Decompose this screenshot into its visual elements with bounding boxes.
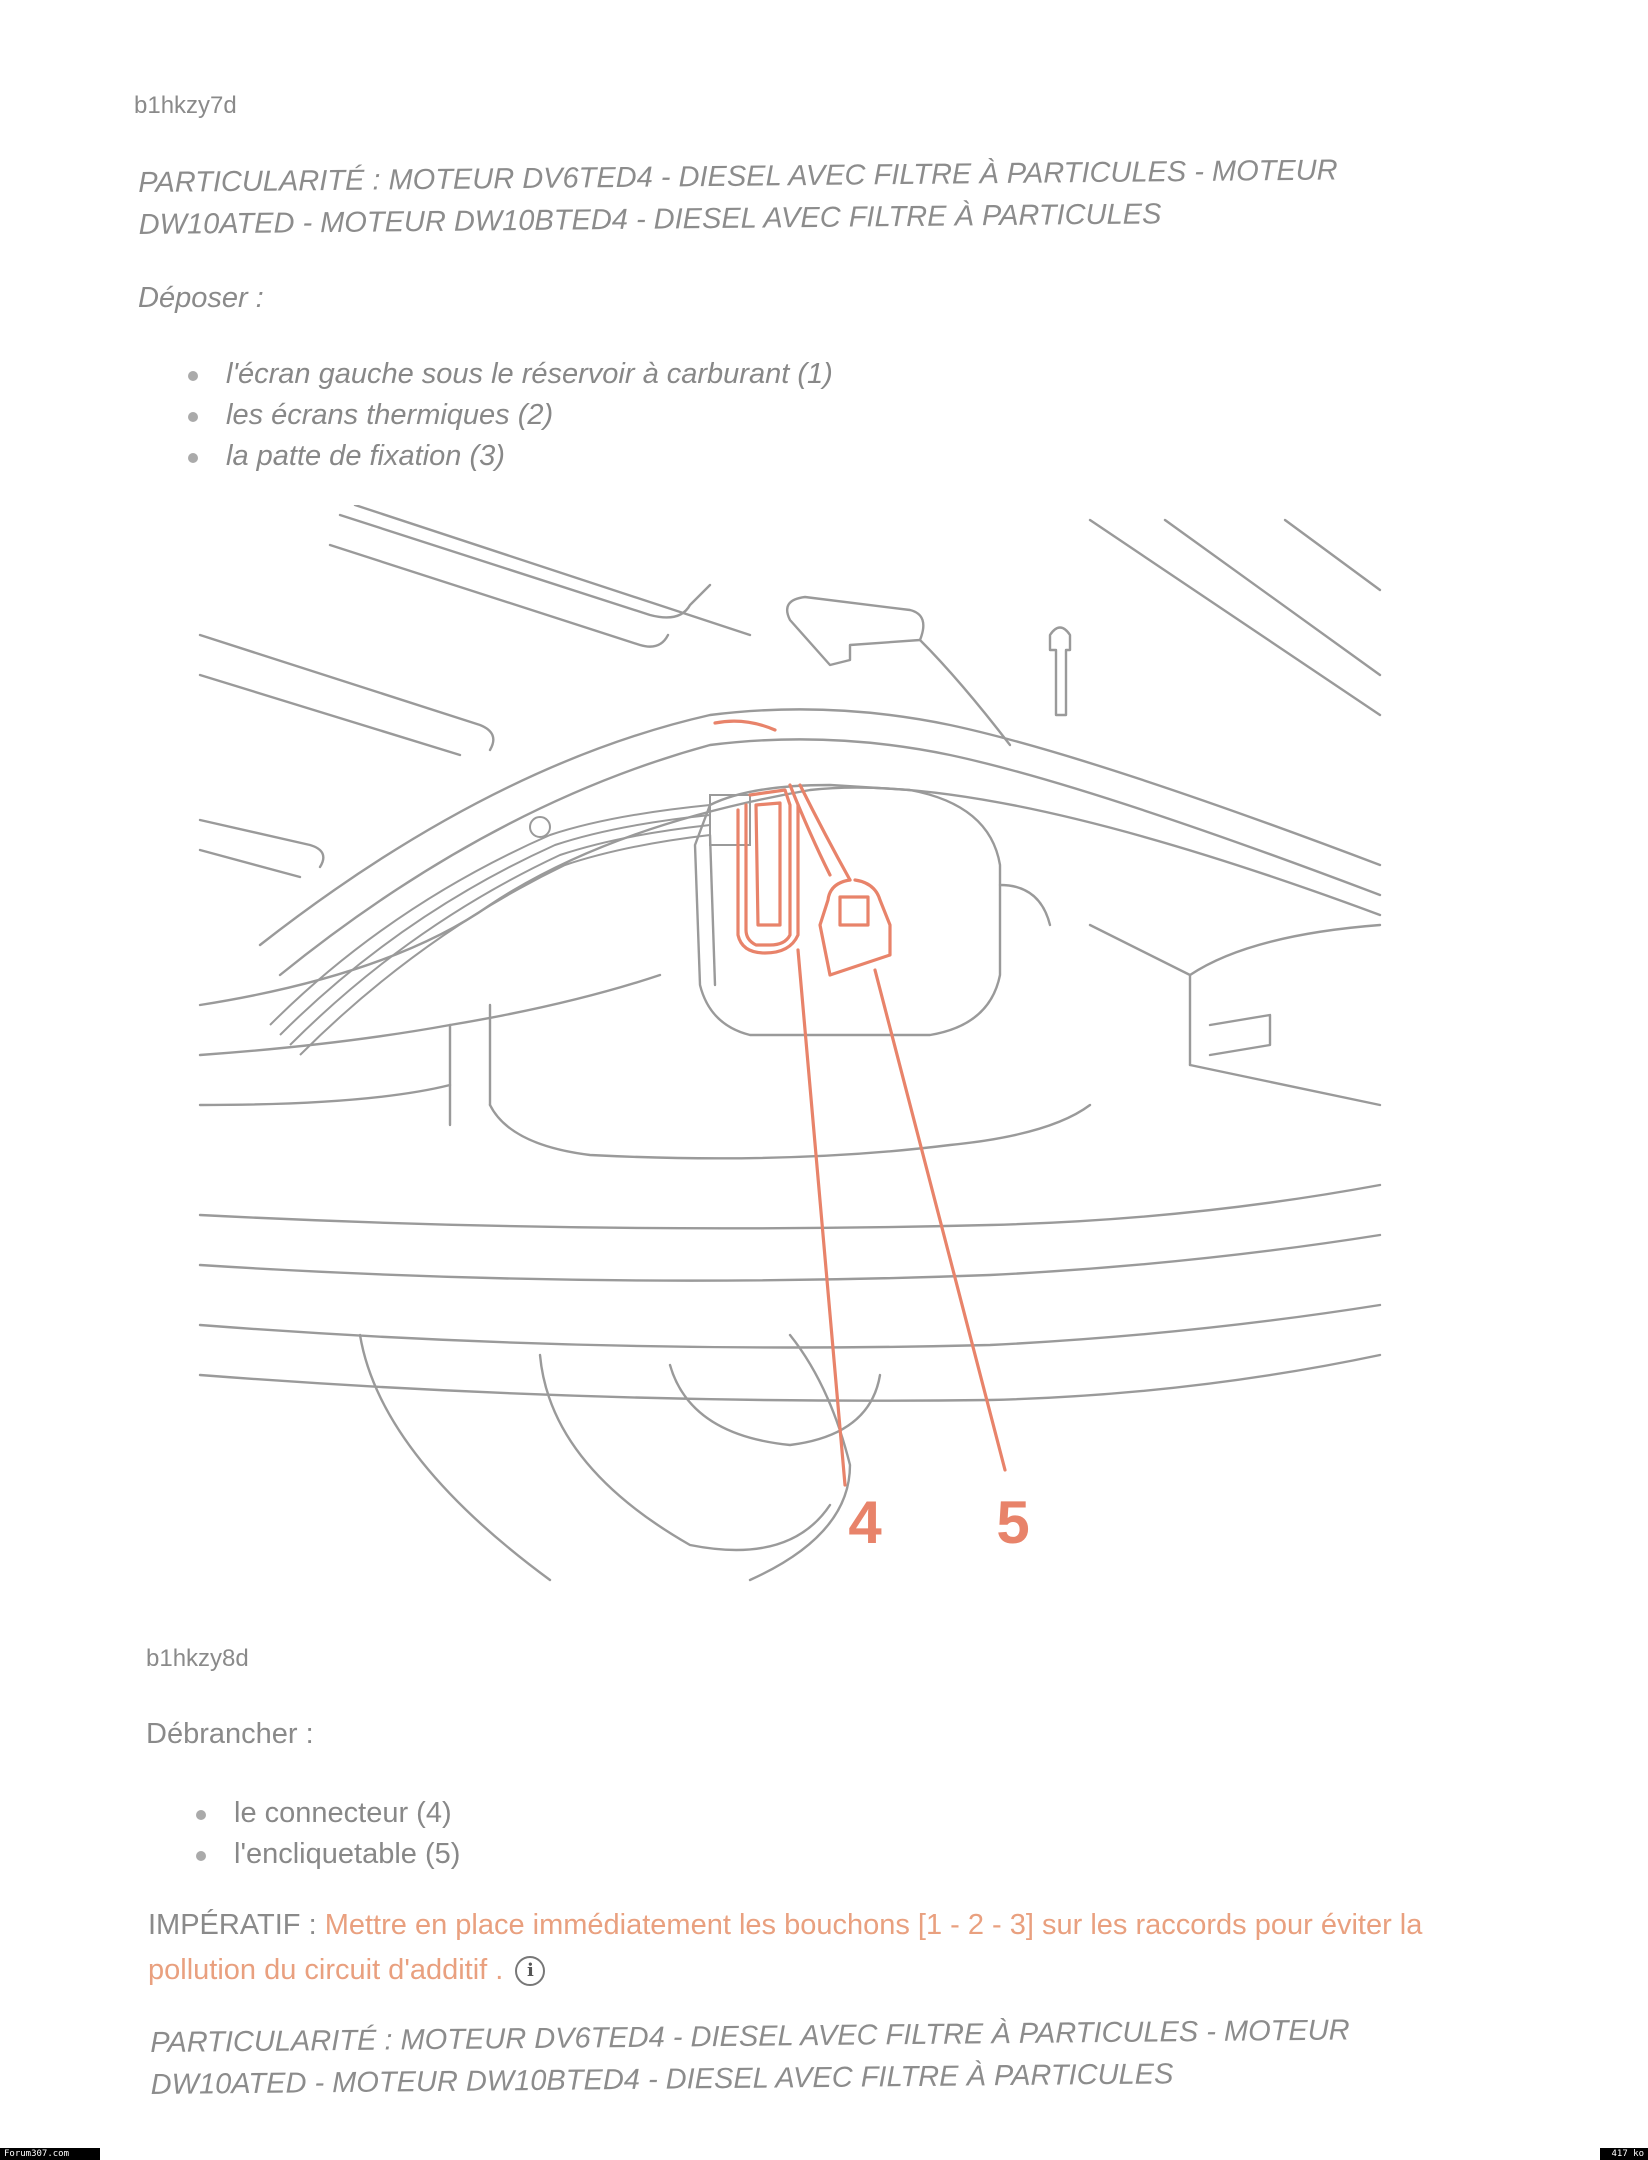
callout-4: 4 (848, 1489, 882, 1556)
action-label-debrancher: Débrancher : (146, 1718, 314, 1750)
particularite-heading: PARTICULARITÉ : MOTEUR DV6TED4 - DIESEL … (150, 2014, 1350, 2101)
list-item: l'encliquetable (5) (196, 1834, 460, 1875)
document-reference: b1hkzy7d (134, 92, 237, 119)
list-item: la patte de fixation (3) (188, 436, 833, 477)
imperatif-text: Mettre en place immédiatement les boucho… (148, 1909, 1423, 1986)
imperatif-note: IMPÉRATIF : Mettre en place immédiatemen… (148, 1903, 1508, 1993)
action-label-deposer: Déposer : (138, 282, 264, 314)
deposer-list: l'écran gauche sous le réservoir à carbu… (188, 354, 833, 477)
technical-drawing: 4 5 (198, 505, 1382, 1582)
footer-source-label: Forum307.com (0, 2148, 100, 2160)
list-item: l'écran gauche sous le réservoir à carbu… (188, 354, 833, 395)
info-icon[interactable]: i (515, 1956, 546, 1987)
footer-size-label: 417 ko (1600, 2148, 1648, 2160)
callout-5: 5 (996, 1489, 1029, 1556)
list-item: le connecteur (4) (196, 1793, 460, 1834)
document-reference: b1hkzy8d (146, 1645, 249, 1672)
imperatif-label: IMPÉRATIF : (148, 1909, 325, 1941)
particularite-heading: PARTICULARITÉ : MOTEUR DV6TED4 - DIESEL … (138, 154, 1338, 241)
list-item: les écrans thermiques (2) (188, 395, 833, 436)
debrancher-list: le connecteur (4) l'encliquetable (5) (196, 1793, 460, 1875)
